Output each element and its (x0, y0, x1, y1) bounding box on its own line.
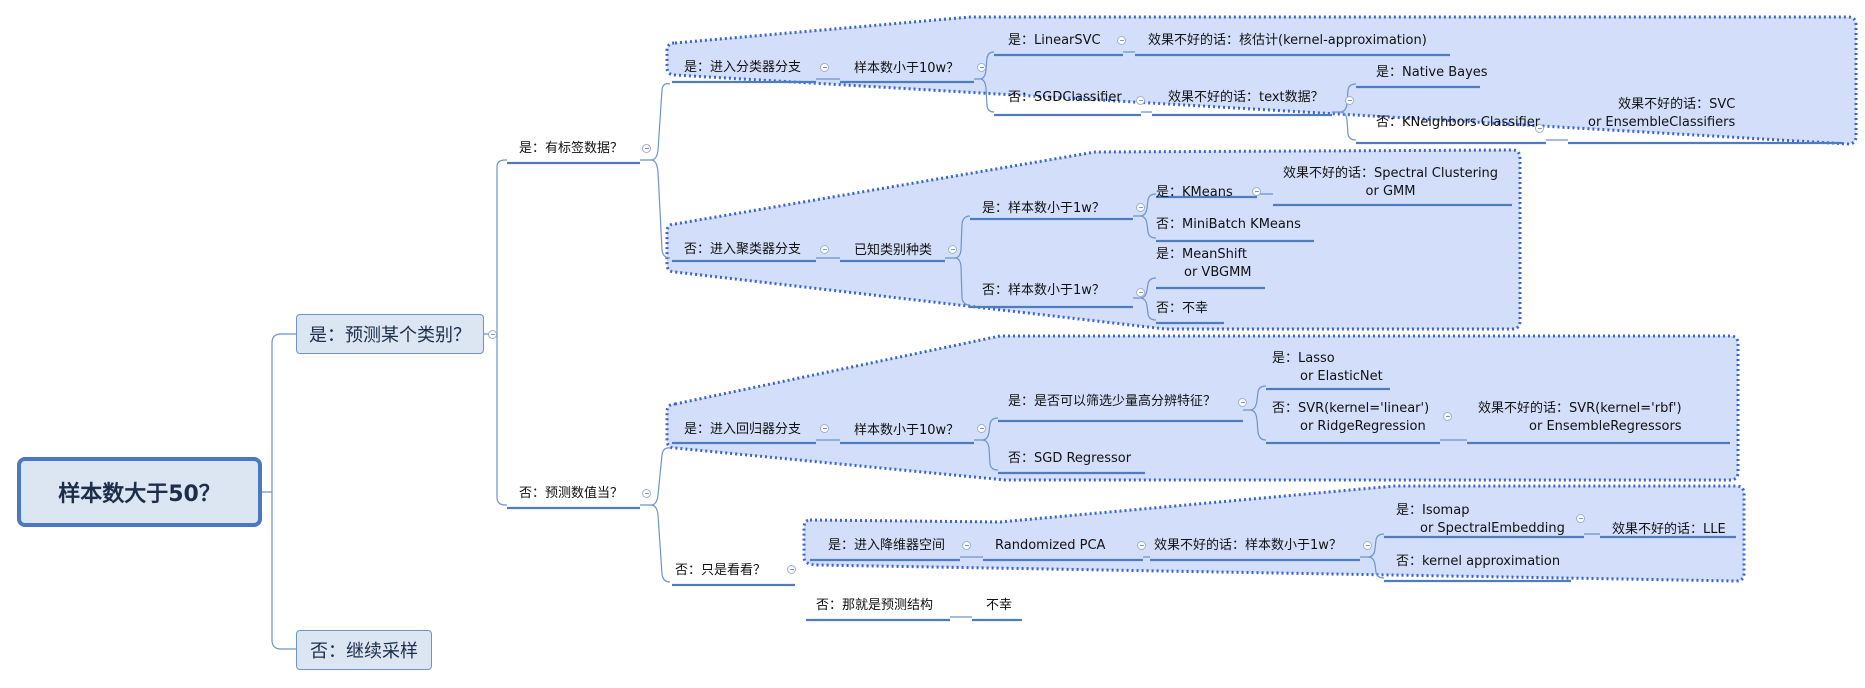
meanshift-node[interactable]: 是：MeanShift or VBGMM (1156, 246, 1252, 282)
edge-has-labels (640, 83, 671, 259)
edge-classify (816, 51, 995, 113)
cluster-unlucky-node[interactable]: 否：不幸 (1156, 301, 1209, 316)
lasso-line-2: or ElasticNet (1300, 369, 1383, 384)
reduction-branch-node[interactable]: 是：进入降维器空间 (828, 538, 946, 553)
edge-cluster-no (1133, 277, 1157, 321)
has-labels-node[interactable]: 是：有标签数据？ (519, 141, 624, 156)
collapse-toggle-icon[interactable] (642, 489, 651, 498)
collapse-toggle-icon[interactable] (1345, 96, 1354, 105)
collapse-toggle-icon[interactable] (488, 330, 497, 339)
regressor-branch-node[interactable]: 是：进入回归器分支 (684, 422, 802, 437)
predict-category-node[interactable]: 是：预测某个类别？ (296, 314, 484, 354)
linearsvc-fail-node[interactable]: 效果不好的话：核估计(kernel-approximation) (1148, 33, 1427, 48)
classifier-size-node[interactable]: 样本数小于10w？ (854, 61, 960, 76)
collapse-toggle-icon[interactable] (1136, 96, 1145, 105)
collapse-toggle-icon[interactable] (1117, 36, 1126, 45)
spectral-line-1: 效果不好的话：Spectral Clustering (1283, 166, 1499, 181)
isomap-node[interactable]: 是：Isomap or SpectralEmbedding (1396, 502, 1565, 538)
text-data-node[interactable]: 效果不好的话：text数据？ (1168, 90, 1324, 105)
edge-quantity (640, 447, 671, 583)
svr-linear-node[interactable]: 否：SVR(kernel='linear') or RidgeRegressio… (1272, 400, 1429, 436)
edge-cluster (816, 215, 971, 306)
svr-linear-line-2: or RidgeRegression (1300, 419, 1426, 434)
collapse-toggle-icon[interactable] (820, 245, 829, 254)
spectral-line-2: or GMM (1365, 184, 1416, 199)
svr-linear-line-1: 否：SVR(kernel='linear') (1272, 401, 1430, 416)
spectral-clustering-node[interactable]: 效果不好的话：Spectral Clustering or GMM (1283, 165, 1498, 201)
collapse-toggle-icon[interactable] (977, 63, 986, 72)
randomized-pca-node[interactable]: Randomized PCA (995, 538, 1106, 553)
collapse-toggle-icon[interactable] (1535, 124, 1544, 133)
reduction-fail-node[interactable]: 效果不好的话：样本数小于1w？ (1154, 538, 1342, 553)
collapse-toggle-icon[interactable] (1363, 541, 1372, 550)
collapse-toggle-icon[interactable] (642, 144, 651, 153)
cluster-yes-size-node[interactable]: 是：样本数小于1w？ (982, 201, 1105, 216)
edge-regress (816, 417, 999, 471)
classifier-group-box (665, 15, 1858, 146)
collapse-toggle-icon[interactable] (948, 245, 957, 254)
svr-rbf-line-1: 效果不好的话：SVR(kernel='rbf') (1478, 401, 1682, 416)
native-bayes-node[interactable]: 是：Native Bayes (1376, 65, 1488, 80)
structure-unlucky-node[interactable]: 不幸 (986, 598, 1013, 613)
known-categories-node[interactable]: 已知类别种类 (854, 243, 933, 258)
regressor-size-node[interactable]: 样本数小于10w？ (854, 423, 960, 438)
kmeans-node[interactable]: 是：KMeans (1156, 185, 1233, 200)
isomap-line-1: 是：Isomap (1396, 503, 1470, 518)
lasso-line-1: 是：Lasso (1272, 351, 1335, 366)
continue-sampling-node[interactable]: 否：继续采样 (296, 630, 432, 670)
lasso-node[interactable]: 是：Lasso or ElasticNet (1272, 350, 1383, 386)
just-looking-node[interactable]: 否：只是看看？ (675, 563, 767, 578)
svc-node[interactable]: 效果不好的话：SVC or EnsembleClassifiers (1588, 96, 1735, 132)
classifier-branch-node[interactable]: 是：进入分类器分支 (684, 60, 802, 75)
root-node[interactable]: 样本数大于50？ (17, 457, 262, 527)
svc-line-2: or EnsembleClassifiers (1588, 115, 1736, 130)
predict-quantity-node[interactable]: 否：预测数值当？ (519, 486, 624, 501)
edge-reduce (960, 533, 1600, 579)
collapse-toggle-icon[interactable] (1136, 203, 1145, 212)
svr-rbf-node[interactable]: 效果不好的话：SVR(kernel='rbf') or EnsembleRegr… (1478, 400, 1682, 436)
collapse-toggle-icon[interactable] (787, 565, 796, 574)
meanshift-line-1: 是：MeanShift (1156, 247, 1247, 262)
edge-regress-feature (1243, 385, 1467, 441)
svr-rbf-line-2: or EnsembleRegressors (1529, 419, 1682, 434)
reduction-group-box (802, 484, 1746, 583)
kneighbors-node[interactable]: 否：KNeighbors Classifier (1376, 115, 1541, 130)
isomap-line-2: or SpectralEmbedding (1420, 521, 1565, 536)
meanshift-line-2: or VBGMM (1184, 265, 1252, 280)
collapse-toggle-icon[interactable] (1252, 187, 1261, 196)
minibatch-kmeans-node[interactable]: 否：MiniBatch KMeans (1156, 217, 1301, 232)
kernel-approximation-node[interactable]: 否：kernel approximation (1396, 554, 1561, 569)
collapse-toggle-icon[interactable] (977, 424, 986, 433)
lle-node[interactable]: 效果不好的话：LLE (1612, 522, 1726, 537)
cluster-group-box (665, 148, 1522, 331)
collapse-toggle-icon[interactable] (1238, 398, 1247, 407)
feature-selection-node[interactable]: 是：是否可以筛选少量高分辨特征？ (1008, 394, 1217, 409)
sgd-regressor-node[interactable]: 否：SGD Regressor (1008, 451, 1132, 466)
collapse-toggle-icon[interactable] (820, 63, 829, 72)
linearsvc-node[interactable]: 是：LinearSVC (1008, 33, 1101, 48)
collapse-toggle-icon[interactable] (1576, 514, 1585, 523)
svc-line-1: 效果不好的话：SVC (1618, 97, 1736, 112)
predict-structure-node[interactable]: 否：那就是预测结构 (816, 598, 934, 613)
sgd-classifier-node[interactable]: 否：SGDClassifier (1008, 90, 1122, 105)
collapse-toggle-icon[interactable] (820, 424, 829, 433)
collapse-toggle-icon[interactable] (1137, 541, 1146, 550)
edge-root (262, 333, 296, 650)
cluster-branch-node[interactable]: 否：进入聚类器分支 (684, 242, 802, 257)
collapse-toggle-icon[interactable] (962, 541, 971, 550)
collapse-toggle-icon[interactable] (1136, 288, 1145, 297)
collapse-toggle-icon[interactable] (1443, 412, 1452, 421)
cluster-no-size-node[interactable]: 否：样本数小于1w？ (982, 283, 1105, 298)
